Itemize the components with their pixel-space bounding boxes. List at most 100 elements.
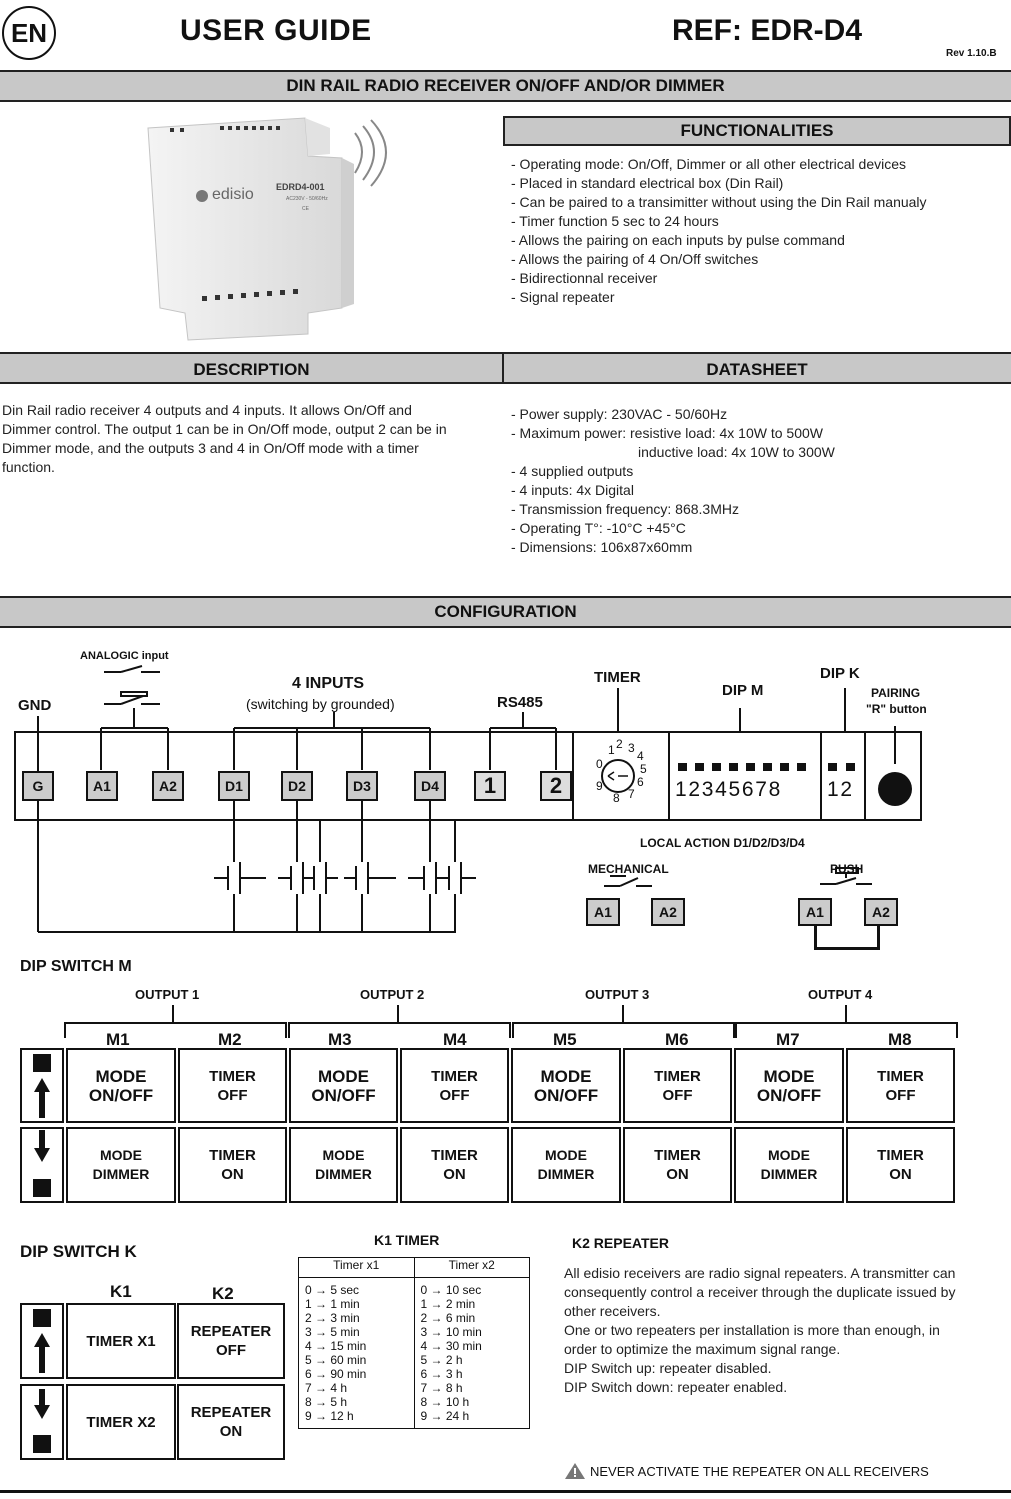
timer-x1-row: 3 → 5 min — [305, 1325, 360, 1339]
k1-up-cell: TIMER X1 — [66, 1303, 176, 1379]
list-item: - Dimensions: 106x87x60mm — [511, 539, 693, 555]
push-a2: A2 — [864, 898, 898, 926]
k-down-arrow-cell — [20, 1384, 64, 1460]
inputs-sublabel: (switching by grounded) — [246, 696, 395, 712]
timer-x1-row: 7 → 4 h — [305, 1381, 348, 1395]
timer-x1-row: 6 → 90 min — [305, 1367, 367, 1381]
dip-k-title: DIP SWITCH K — [20, 1242, 137, 1261]
dial-digit: 3 — [628, 741, 635, 755]
list-item: - Bidirectionnal receiver — [511, 270, 658, 286]
dial-digit: 1 — [608, 743, 615, 757]
terminal-rs1: 1 — [474, 771, 506, 801]
switch-label: M6 — [665, 1030, 689, 1049]
list-item: - 4 inputs: 4x Digital — [511, 482, 634, 498]
output-label: OUTPUT 3 — [585, 987, 650, 1002]
list-item: - Transmission frequency: 868.3MHz — [511, 501, 739, 517]
local-action-label: LOCAL ACTION D1/D2/D3/D4 — [640, 836, 805, 850]
banner: DIN RAIL RADIO RECEIVER ON/OFF AND/OR DI… — [0, 70, 1011, 102]
k2-label: K2 — [212, 1284, 234, 1303]
output-bracket — [288, 1022, 511, 1038]
product-brand: edisio — [212, 186, 254, 203]
warning-icon — [565, 1463, 585, 1479]
terminal-g: G — [22, 771, 54, 801]
switch-label: M8 — [888, 1030, 912, 1049]
revision: Rev 1.10.B — [946, 48, 997, 59]
pairing-button-label: "R" button — [866, 702, 927, 716]
pairing-label: PAIRING — [871, 686, 921, 700]
k-arrows — [33, 1309, 51, 1453]
m-up-arrow-cell — [20, 1048, 64, 1123]
terminal-a2: A2 — [152, 771, 184, 801]
m-down-arrow-cell — [20, 1127, 64, 1203]
switch-label: M7 — [776, 1030, 800, 1049]
footer-rule — [0, 1490, 1011, 1493]
output-bracket — [735, 1022, 958, 1038]
functionalities-list: - Operating mode: On/Off, Dimmer or all … — [511, 155, 927, 307]
product-model: EDRD4-001 — [276, 182, 325, 192]
m-arrows — [33, 1054, 51, 1197]
description-title: DESCRIPTION — [193, 360, 310, 379]
dial-digit: 8 — [613, 791, 620, 805]
list-item: inductive load: 4x 10W to 300W — [638, 444, 835, 460]
timer-x2-row: 5 → 2 h — [420, 1353, 463, 1367]
functionalities-title: FUNCTIONALITIES — [503, 116, 1011, 146]
k2-repeater-text: All edisio receivers are radio signal re… — [564, 1265, 956, 1395]
switch-label: M5 — [553, 1030, 577, 1049]
mechanical-label: MECHANICAL — [588, 862, 669, 876]
output-bracket — [64, 1022, 287, 1038]
timer-x2-row: 2 → 6 min — [420, 1311, 476, 1325]
terminal-a1: A1 — [86, 771, 118, 801]
push-wire — [814, 926, 880, 950]
list-item: - Power supply: 230VAC - 50/60Hz — [511, 406, 728, 422]
ref-title: REF: EDR-D4 — [672, 14, 863, 47]
warning-text: NEVER ACTIVATE THE REPEATER ON ALL RECEI… — [590, 1464, 929, 1479]
list-item: - Placed in standard electrical box (Din… — [511, 175, 784, 191]
timer-x2-row: 3 → 10 min — [420, 1325, 482, 1339]
k1-label: K1 — [110, 1282, 132, 1301]
dipm-numbers: 12345678 — [675, 778, 783, 801]
description-bar — [0, 352, 1011, 384]
rs485-label: RS485 — [497, 694, 543, 711]
switch-label: M3 — [328, 1030, 352, 1049]
push-a1: A1 — [798, 898, 832, 926]
terminal-d4: D4 — [414, 771, 446, 801]
switch-label: M2 — [218, 1030, 242, 1049]
product-image: CE — [130, 108, 410, 344]
output-label: OUTPUT 4 — [808, 987, 873, 1002]
datasheet-title: DATASHEET — [706, 360, 808, 379]
terminal-d2: D2 — [281, 771, 313, 801]
analogic-label: ANALOGIC input — [80, 650, 169, 662]
section-divider — [502, 352, 504, 384]
lang-badge: EN — [2, 6, 56, 60]
timer-x2-row: 4 → 30 min — [420, 1339, 482, 1353]
output-bracket-stem — [622, 1005, 624, 1023]
switch-label: M1 — [106, 1030, 130, 1049]
mech-a2: A2 — [651, 898, 685, 926]
dial-digit: 5 — [640, 762, 647, 776]
configuration-title: CONFIGURATION — [0, 596, 1011, 628]
list-item: - Can be paired to a transimitter withou… — [511, 194, 927, 210]
svg-text:CE: CE — [302, 206, 310, 212]
dipm-label: DIP M — [722, 682, 764, 699]
list-item: - Operating mode: On/Off, Dimmer or all … — [511, 156, 907, 172]
dial-digit: 6 — [637, 775, 644, 789]
timer-x2-row: 1 → 2 min — [420, 1297, 476, 1311]
timer-x1-row: 9 → 12 h — [305, 1409, 354, 1423]
